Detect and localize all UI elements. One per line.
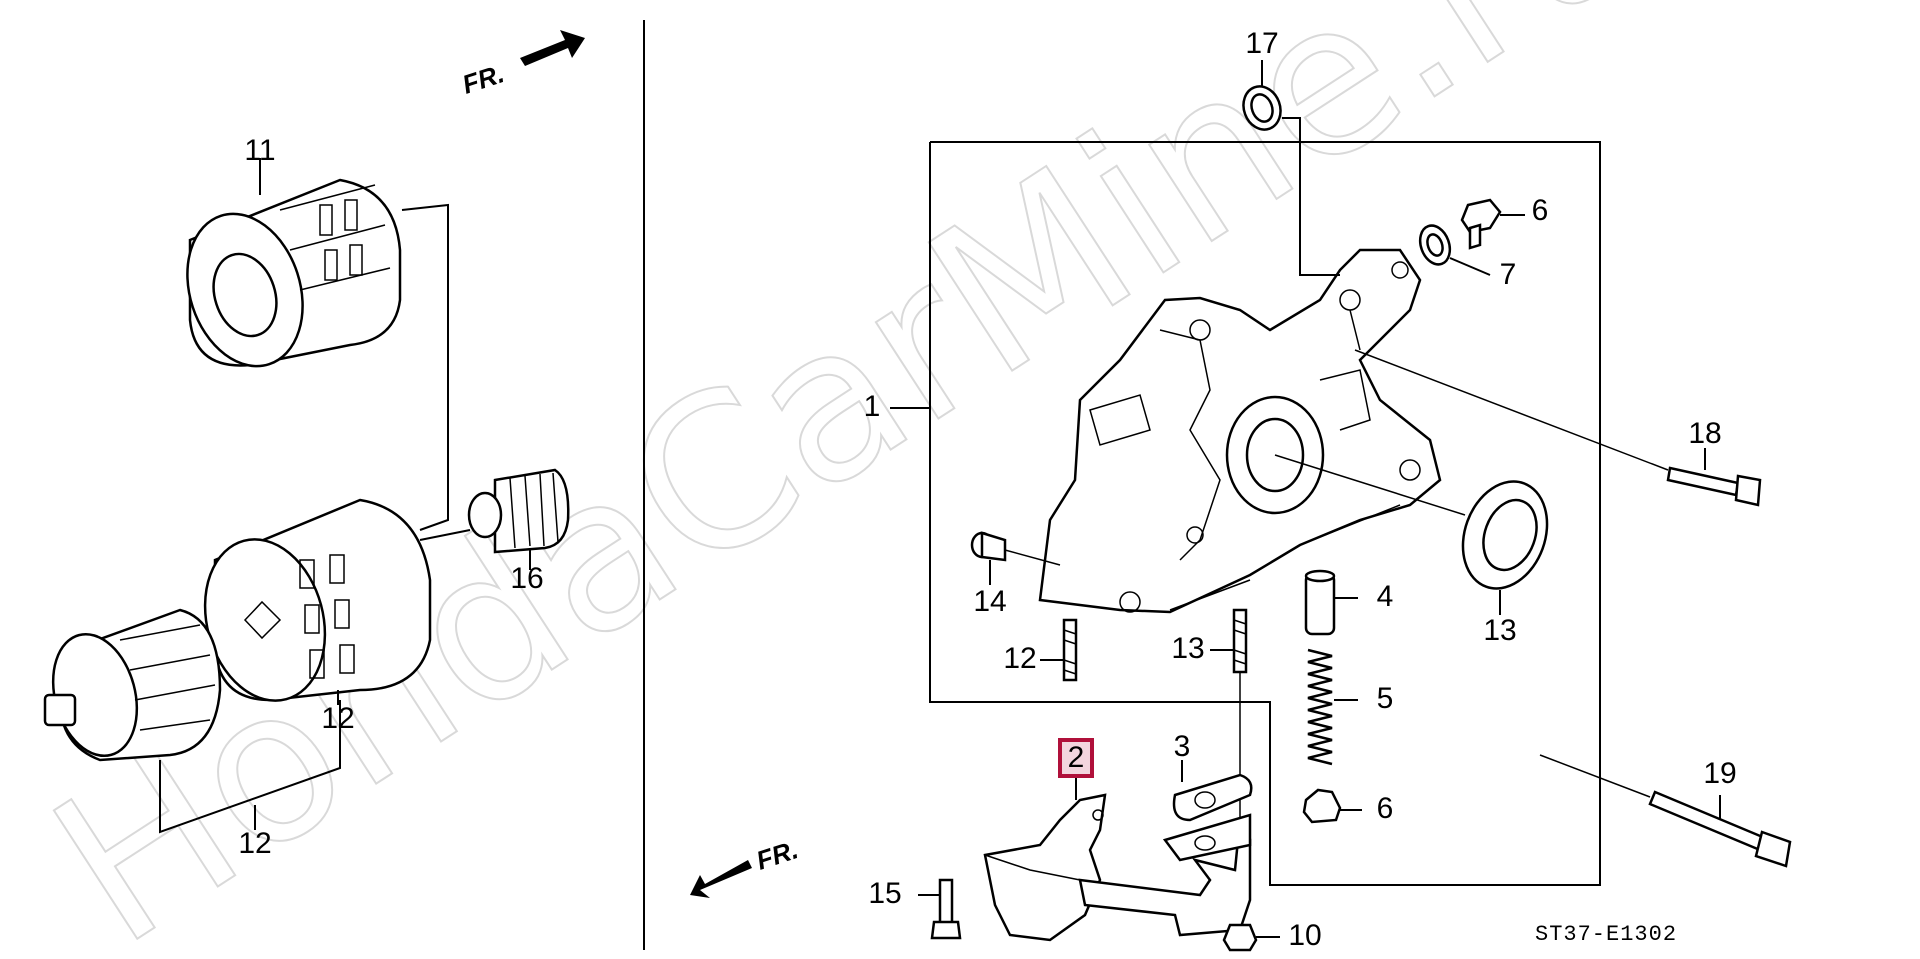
bracket-8-9: [401, 203, 449, 531]
callout-1[interactable]: 1: [864, 390, 881, 423]
bracket-10: [159, 700, 341, 834]
axis-line-19: [1539, 754, 1651, 798]
callout-6-top[interactable]: 6: [1532, 194, 1549, 227]
callout-3[interactable]: 3: [1174, 730, 1191, 763]
oil-filter-fitting-part-11[interactable]: [467, 468, 570, 554]
oil-filter-part-8[interactable]: [169, 178, 402, 381]
callout-12-left[interactable]: 12: [1003, 642, 1036, 675]
callout-19[interactable]: 19: [1703, 757, 1736, 790]
bolt-part-19[interactable]: [1648, 790, 1792, 868]
callout-14[interactable]: 17: [1245, 27, 1278, 60]
dowel-pin-part-16[interactable]: [970, 531, 1007, 562]
callout-11[interactable]: 16: [510, 562, 543, 595]
callout-12-right[interactable]: 13: [1171, 632, 1204, 665]
diagram-code: ST37-E1302: [1535, 922, 1677, 947]
callout-4[interactable]: 4: [1377, 580, 1394, 613]
callout-13[interactable]: 13: [1483, 614, 1516, 647]
relief-valve-part-4[interactable]: [1304, 569, 1336, 636]
oil-filter-housing-part-10[interactable]: [40, 608, 222, 765]
axis-line-16: [1004, 549, 1061, 566]
axis-line-13: [1274, 454, 1466, 516]
plug-bolt-part-6-bottom[interactable]: [1302, 788, 1342, 824]
front-label-bottom: FR.: [753, 834, 802, 875]
callout-18[interactable]: 18: [1688, 417, 1721, 450]
callout-5[interactable]: 5: [1377, 682, 1394, 715]
washer-part-7[interactable]: [1415, 221, 1455, 268]
front-label-top: FR.: [459, 58, 508, 99]
leader-7: [1449, 257, 1491, 276]
nut-part-15[interactable]: [1222, 923, 1258, 952]
callout-2-label: 2: [1068, 741, 1085, 774]
axis-line-18: [1354, 349, 1669, 471]
callout-9[interactable]: 12: [321, 702, 354, 735]
callout-10[interactable]: 12: [238, 827, 271, 860]
bolt-part-17[interactable]: [930, 878, 962, 940]
gasket-part-3[interactable]: [1172, 773, 1253, 822]
plug-bolt-part-6-top[interactable]: [1460, 198, 1502, 250]
callout-8[interactable]: 11: [244, 134, 275, 167]
callout-6-bottom[interactable]: 6: [1377, 792, 1394, 825]
selected-callout-2[interactable]: 2: [1058, 738, 1094, 778]
spring-part-5[interactable]: [1307, 648, 1333, 766]
callout-15[interactable]: 10: [1288, 919, 1321, 952]
oil-strainer-part-2[interactable]: [983, 793, 1252, 942]
front-arrow-icon-top: FR.: [459, 30, 585, 100]
callout-17[interactable]: 15: [868, 877, 901, 910]
oil-seal-part-13[interactable]: [1449, 470, 1562, 601]
stud-bolt-part-12-right[interactable]: [1232, 608, 1248, 674]
leader-14b: [1282, 117, 1340, 276]
bolt-part-18[interactable]: [1666, 466, 1762, 507]
front-arrow-icon-bottom: FR.: [690, 834, 802, 898]
stud-bolt-part-12-left[interactable]: [1062, 618, 1078, 682]
oil-filter-part-9[interactable]: [188, 498, 432, 714]
o-ring-part-14[interactable]: [1238, 81, 1287, 135]
callout-16[interactable]: 14: [973, 585, 1006, 618]
callout-7[interactable]: 7: [1500, 258, 1517, 291]
assembly-bracket-1: [929, 141, 1601, 886]
leader-11: [419, 529, 471, 541]
